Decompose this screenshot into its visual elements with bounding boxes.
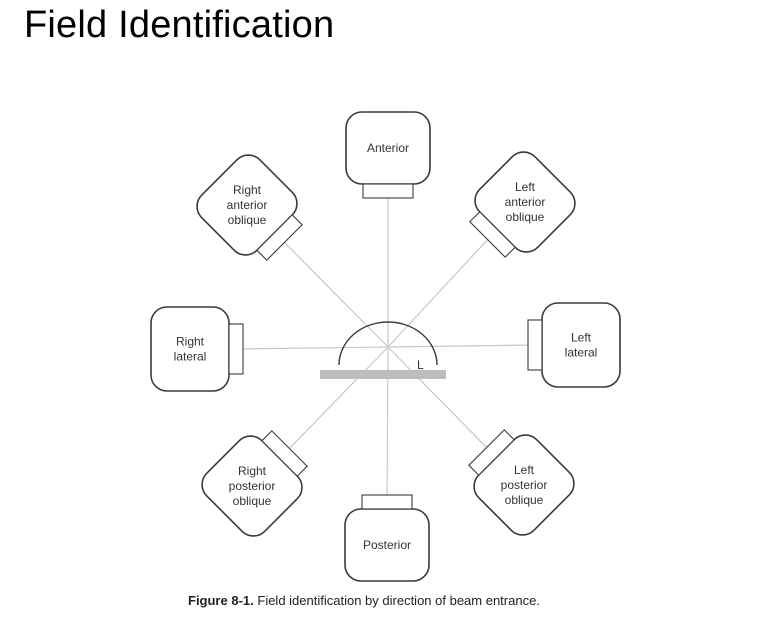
- beam-line-left-anterior-oblique: [387, 235, 492, 348]
- collimator-left-posterior-oblique: [468, 429, 515, 476]
- field-label-right-lateral-1: Right: [176, 335, 205, 349]
- field-label-right-posterior-oblique-2: posterior: [229, 479, 276, 493]
- collimator-right-lateral: [228, 323, 244, 375]
- field-posterior: Posterior: [344, 494, 430, 582]
- field-anterior: Anterior: [345, 111, 431, 199]
- beam-line-right-lateral: [236, 346, 389, 350]
- field-label-left-lateral-2: lateral: [565, 346, 598, 360]
- field-label-left-posterior-oblique-2: posterior: [501, 478, 548, 492]
- treatment-fields: AnteriorLeftanteriorobliqueLeftlateralLe…: [150, 111, 621, 582]
- collimator-posterior: [361, 494, 413, 510]
- field-label-right-posterior-oblique-1: Right: [238, 464, 267, 478]
- center-marker-label: L: [417, 358, 424, 372]
- field-label-right-anterior-oblique-2: anterior: [227, 198, 268, 212]
- beam-line-right-anterior-oblique: [280, 238, 389, 348]
- figure-number: Figure 8-1.: [188, 593, 254, 608]
- beam-lines: [236, 192, 535, 502]
- field-label-left-lateral-1: Left: [571, 331, 592, 345]
- field-label-right-posterior-oblique-3: oblique: [233, 494, 272, 508]
- figure-caption: Figure 8-1. Field identification by dire…: [188, 593, 540, 608]
- field-label-right-lateral-2: lateral: [174, 350, 207, 364]
- field-label-anterior-1: Anterior: [367, 141, 409, 155]
- field-label-left-anterior-oblique-1: Left: [515, 180, 536, 194]
- collimator-right-posterior-oblique: [261, 430, 308, 477]
- beam-line-left-posterior-oblique: [387, 346, 491, 452]
- collimator-left-lateral: [527, 319, 543, 371]
- field-label-left-anterior-oblique-2: anterior: [505, 195, 546, 209]
- treatment-couch: [320, 370, 446, 379]
- patient-outline: [338, 321, 438, 366]
- field-label-left-posterior-oblique-3: oblique: [505, 493, 544, 507]
- collimator-anterior: [362, 183, 414, 199]
- field-label-right-anterior-oblique-3: oblique: [228, 213, 267, 227]
- patient-cross-section: L: [320, 321, 446, 379]
- page-title: Field Identification: [24, 4, 335, 46]
- field-label-left-anterior-oblique-3: oblique: [506, 210, 545, 224]
- beam-line-left-lateral: [387, 344, 535, 348]
- field-label-right-anterior-oblique-1: Right: [233, 183, 262, 197]
- field-label-posterior-1: Posterior: [363, 538, 411, 552]
- caption-text: Field identification by direction of bea…: [257, 593, 540, 608]
- collimator-left-anterior-oblique: [469, 211, 516, 258]
- field-label-left-posterior-oblique-1: Left: [514, 463, 535, 477]
- beam-line-right-posterior-oblique: [285, 346, 389, 453]
- collimator-right-anterior-oblique: [256, 214, 303, 261]
